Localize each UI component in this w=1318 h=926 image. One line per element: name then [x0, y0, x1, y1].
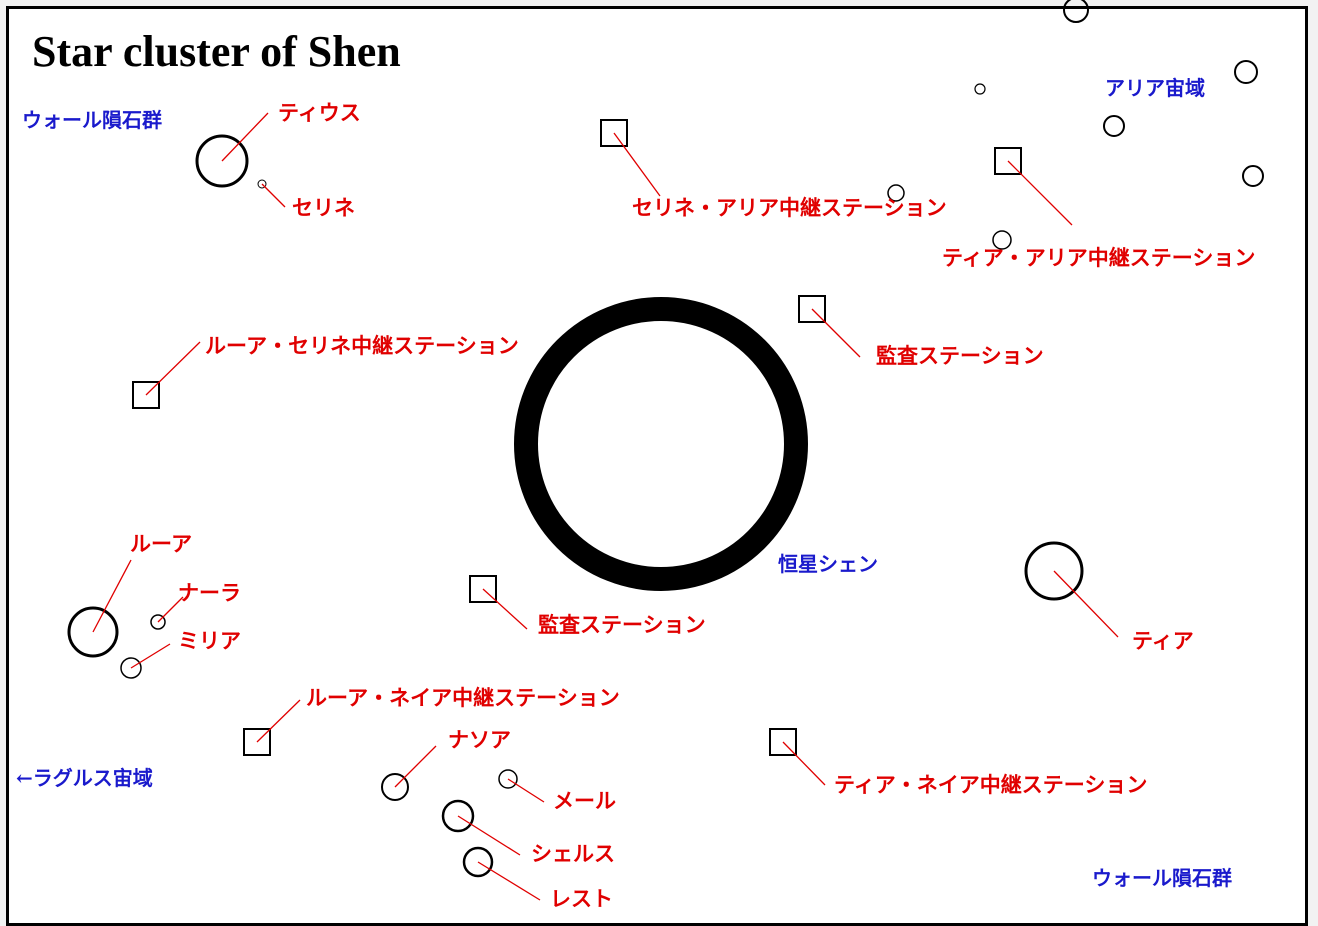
leader-line	[157, 596, 184, 623]
asteroid[interactable]	[1234, 60, 1258, 84]
planet-resuto[interactable]	[462, 846, 494, 878]
leader-line	[130, 643, 171, 669]
leader-line	[145, 341, 201, 396]
asteroid[interactable]	[1242, 165, 1264, 187]
label-resuto: レスト	[550, 886, 613, 911]
label-tia-aria-station: ティア・アリア中継ステーション	[942, 245, 1255, 270]
moon-serine[interactable]	[257, 179, 267, 189]
leader-line	[1007, 160, 1073, 226]
region-label-ragurus-sector: ←ラグルス宙域	[16, 766, 153, 790]
label-tia: ティア	[1132, 628, 1194, 653]
planet-rua[interactable]	[67, 606, 119, 658]
map-title: Star cluster of Shen	[32, 27, 401, 76]
label-rua: ルーア	[130, 531, 192, 556]
region-label-aria-sector: アリア宙域	[1105, 76, 1205, 100]
region-labels: ウォール隕石群 アリア宙域 恒星シェン ←ラグルス宙域 ウォール隕石群	[16, 76, 1232, 890]
moon-nara[interactable]	[150, 614, 166, 630]
planet-tius[interactable]	[195, 134, 249, 188]
asteroid[interactable]	[887, 184, 905, 202]
label-meru: メール	[553, 788, 616, 813]
asteroid[interactable]	[992, 230, 1012, 250]
leader-lines	[92, 112, 1119, 901]
station-rua-neia[interactable]	[243, 728, 271, 756]
label-audit-station-north: 監査ステーション	[876, 343, 1044, 368]
label-audit-station-south: 監査ステーション	[538, 612, 706, 637]
region-label-wall-asteroids-nw: ウォール隕石群	[22, 108, 162, 132]
station-serine-aria[interactable]	[600, 119, 628, 147]
leader-line	[482, 588, 528, 630]
asteroid[interactable]	[1103, 115, 1125, 137]
station-rua-serine[interactable]	[132, 381, 160, 409]
station-tia-aria[interactable]	[994, 147, 1022, 175]
planet-tia[interactable]	[1024, 541, 1084, 601]
leader-line	[1053, 570, 1119, 638]
star-shen[interactable]	[514, 297, 808, 591]
label-nasoa: ナソア	[448, 727, 511, 752]
edge-body[interactable]	[1063, 0, 1089, 23]
asteroid[interactable]	[974, 83, 986, 95]
label-tius: ティウス	[278, 100, 361, 125]
label-rua-serine-station: ルーア・セリネ中継ステーション	[205, 333, 519, 358]
leader-line	[256, 699, 301, 743]
leader-line	[613, 132, 661, 197]
label-serine: セリネ	[292, 195, 355, 220]
station-audit-south[interactable]	[469, 575, 497, 603]
body-labels: ティウス セリネ セリネ・アリア中継ステーション ティア・アリア中継ステーション…	[130, 100, 1255, 911]
leader-line	[507, 778, 545, 803]
leader-line	[261, 183, 286, 208]
leader-line	[457, 815, 521, 856]
label-tia-neia-station: ティア・ネイア中継ステーション	[834, 772, 1147, 797]
label-serine-aria-station: セリネ・アリア中継ステーション	[632, 195, 947, 220]
leader-line	[782, 741, 826, 786]
label-nara: ナーラ	[178, 580, 241, 605]
leader-line	[394, 745, 437, 788]
leader-line	[477, 861, 541, 901]
region-label-wall-asteroids-se: ウォール隕石群	[1092, 866, 1232, 890]
leader-line	[811, 308, 861, 358]
moon-miria[interactable]	[120, 657, 142, 679]
leader-line	[221, 112, 269, 162]
leader-line	[92, 559, 132, 633]
station-tia-neia[interactable]	[769, 728, 797, 756]
region-label-star-shen: 恒星シェン	[778, 552, 878, 576]
planet-nasoa[interactable]	[381, 773, 409, 801]
planet-shelsu[interactable]	[441, 799, 475, 833]
label-shelsu: シェルス	[531, 841, 615, 866]
moon-meru[interactable]	[498, 769, 518, 789]
label-miria: ミリア	[178, 628, 241, 653]
label-rua-neia-station: ルーア・ネイア中継ステーション	[306, 685, 620, 710]
station-audit-north[interactable]	[798, 295, 826, 323]
